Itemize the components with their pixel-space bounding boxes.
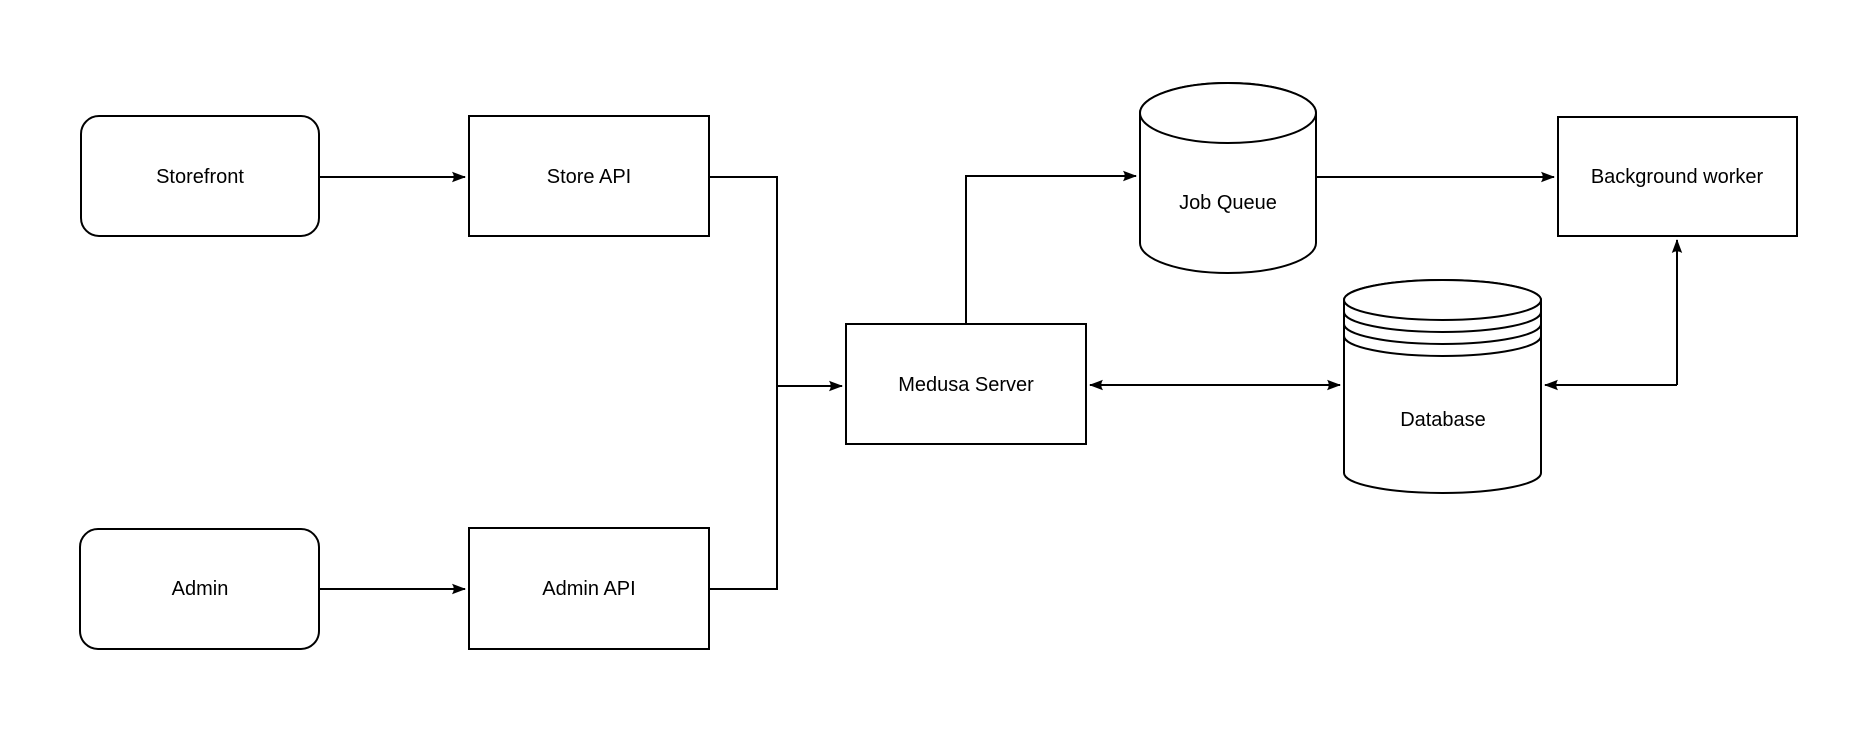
job-queue-label: Job Queue	[1179, 192, 1277, 214]
admin-api-shape	[468, 527, 710, 650]
medusa-server-label: Medusa Server	[898, 374, 1034, 396]
storefront-label: Storefront	[156, 166, 244, 188]
background-worker-label: Background worker	[1591, 166, 1764, 188]
store-api-shape	[468, 115, 710, 237]
database-label: Database	[1400, 409, 1486, 431]
edge-api-merge-trunk	[709, 176, 778, 590]
medusa-server-shape	[845, 323, 1087, 445]
storefront-shape	[80, 115, 320, 237]
edge-medusa-server-to-job-queue	[965, 170, 1137, 324]
store-api-label: Store API	[547, 166, 632, 188]
background-worker-shape	[1557, 116, 1798, 237]
node-background-worker: Background worker	[1557, 116, 1798, 237]
database-disk-line-1	[1343, 311, 1542, 333]
database-cylinder-top	[1343, 279, 1542, 321]
database-disk-line-2	[1343, 323, 1542, 345]
node-store-api: Store API	[468, 115, 710, 237]
admin-api-label: Admin API	[542, 578, 635, 600]
node-admin-api: Admin API	[468, 527, 710, 650]
node-admin: Admin	[79, 528, 320, 650]
database-disk-line-3	[1343, 335, 1542, 357]
node-job-queue: Job Queue	[1139, 82, 1317, 274]
job-queue-cylinder-top	[1139, 82, 1317, 144]
admin-shape	[79, 528, 320, 650]
node-database: Database	[1343, 279, 1542, 494]
node-storefront: Storefront	[80, 115, 320, 237]
node-medusa-server: Medusa Server	[845, 323, 1087, 445]
admin-label: Admin	[172, 578, 229, 600]
